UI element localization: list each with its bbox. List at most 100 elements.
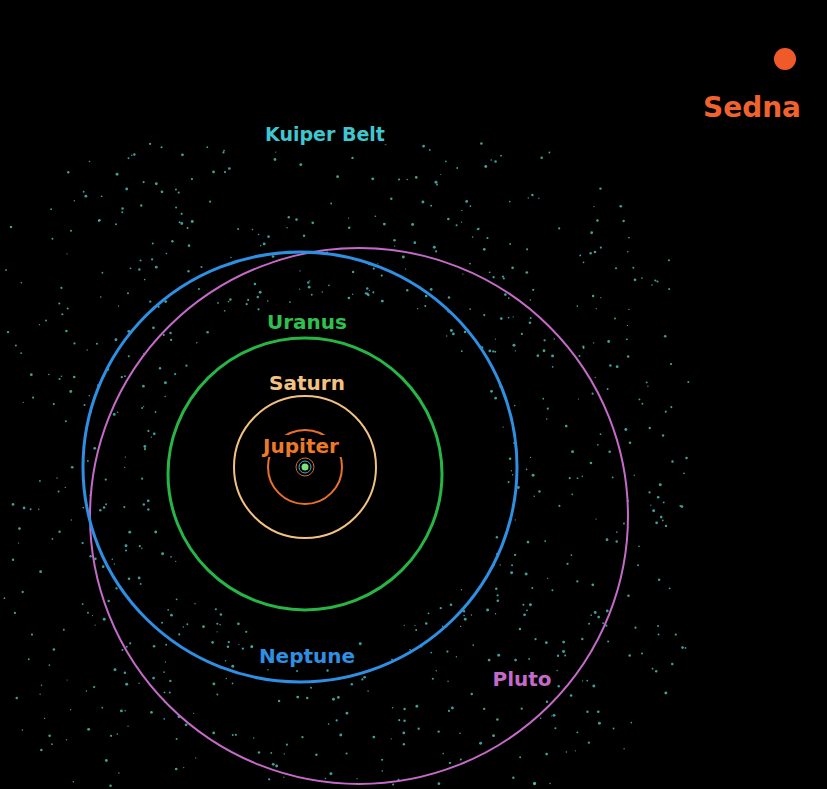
kuiper-belt-dot: [363, 676, 366, 679]
kuiper-belt-dot: [511, 470, 512, 471]
kuiper-belt-dot: [600, 247, 602, 249]
kuiper-belt-dot: [450, 762, 451, 763]
kuiper-belt-dot: [139, 545, 141, 547]
kuiper-belt-dot: [497, 599, 500, 602]
kuiper-belt-dot: [486, 609, 489, 612]
kuiper-belt-dot: [500, 155, 502, 157]
kuiper-belt-dot: [591, 583, 594, 586]
kuiper-belt-dot: [70, 709, 71, 710]
kuiper-belt-dot: [469, 308, 471, 310]
kuiper-belt-dot: [600, 297, 601, 298]
kuiper-belt-dot: [224, 171, 226, 173]
kuiper-belt-dot: [70, 230, 72, 232]
kuiper-belt-dot: [71, 466, 74, 469]
kuiper-belt-dot: [309, 280, 310, 281]
kuiper-belt-dot: [471, 614, 472, 615]
kuiper-belt-dot: [231, 665, 234, 668]
kuiper-belt-dot: [329, 772, 332, 775]
kuiper-belt-dot: [422, 145, 425, 148]
kuiper-belt-dot: [39, 570, 42, 573]
kuiper-belt-dot: [66, 739, 67, 740]
kuiper-belt-dot: [526, 248, 528, 250]
kuiper-belt-dot: [461, 350, 463, 352]
kuiper-belt-dot: [274, 158, 277, 161]
kuiper-belt-dot: [579, 255, 581, 257]
kuiper-belt-dot: [662, 520, 664, 522]
kuiper-belt-dot: [348, 217, 349, 218]
kuiper-belt-dot: [311, 222, 314, 225]
kuiper-belt-dot: [565, 425, 568, 428]
kuiper-belt-dot: [597, 444, 599, 446]
kuiper-belt-dot: [622, 220, 624, 222]
kuiper-belt-dot: [149, 301, 151, 303]
kuiper-belt-dot: [92, 615, 93, 616]
kuiper-belt-dot: [86, 349, 87, 350]
kuiper-belt-dot: [15, 345, 17, 347]
kuiper-belt-dot: [662, 434, 664, 436]
kuiper-belt-dot: [141, 478, 143, 480]
kuiper-belt-dot: [391, 738, 392, 739]
kuiper-belt-dot: [525, 573, 528, 576]
kuiper-belt-dot: [175, 768, 178, 771]
kuiper-belt-dot: [576, 732, 578, 734]
kuiper-belt-dot: [597, 710, 600, 713]
kuiper-belt-dot: [216, 631, 217, 632]
kuiper-belt-dot: [641, 277, 643, 279]
kuiper-belt-dot: [664, 692, 667, 695]
kuiper-belt-dot: [18, 542, 19, 543]
kuiper-belt-dot: [308, 286, 311, 289]
kuiper-belt-dot: [654, 279, 656, 281]
kuiper-belt-dot: [188, 244, 191, 247]
kuiper-belt-dot: [143, 445, 146, 448]
kuiper-belt-dot: [117, 411, 119, 413]
kuiper-belt-dot: [103, 618, 106, 621]
kuiper-belt-dot: [121, 376, 123, 378]
kuiper-belt-dot: [609, 364, 612, 367]
kuiper-belt-dot: [484, 165, 487, 168]
kuiper-belt-dot: [160, 146, 162, 148]
kuiper-belt-dot: [576, 305, 578, 307]
kuiper-belt-dot: [594, 611, 597, 614]
kuiper-belt-dot: [543, 349, 546, 352]
kuiper-belt-dot: [272, 255, 275, 258]
kuiper-belt-dot: [171, 240, 174, 243]
kuiper-belt-dot: [286, 227, 287, 228]
kuiper-belt-dot: [668, 259, 670, 261]
kuiper-belt-dot: [228, 301, 230, 303]
kuiper-belt-dot: [664, 335, 667, 338]
kuiper-belt-dot: [530, 317, 532, 319]
kuiper-belt-dot: [562, 650, 565, 653]
kuiper-belt-dot: [489, 271, 491, 273]
kuiper-belt-dot: [38, 508, 39, 509]
kuiper-belt-dot: [133, 153, 136, 156]
kuiper-belt-dot: [403, 743, 405, 745]
kuiper-belt-dot: [393, 239, 395, 241]
earth-orbit: [299, 461, 311, 473]
kuiper-belt-dot: [446, 335, 447, 336]
kuiper-belt-dot: [73, 342, 75, 344]
kuiper-belt-dot: [627, 325, 628, 326]
kuiper-belt-dot: [569, 477, 571, 479]
kuiper-belt-dot: [472, 236, 474, 238]
kuiper-belt-dot: [99, 509, 101, 511]
kuiper-belt-dot: [660, 516, 663, 519]
kuiper-belt-dot: [127, 292, 129, 294]
kuiper-belt-dot: [81, 542, 83, 544]
kuiper-belt-dot: [367, 294, 369, 296]
kuiper-belt-dot: [632, 267, 634, 269]
kuiper-belt-dot: [125, 683, 128, 686]
kuiper-belt-dot: [629, 441, 632, 444]
kuiper-belt-dot: [58, 491, 60, 493]
kuiper-belt-dot: [425, 295, 428, 298]
kuiper-belt-dot: [105, 759, 108, 762]
kuiper-belt-dot: [437, 730, 439, 732]
kuiper-belt-dot: [592, 685, 595, 688]
kuiper-belt-dot: [67, 307, 69, 309]
kuiper-belt-dot: [164, 396, 166, 398]
kuiper-belt-dot: [628, 237, 630, 239]
kuiper-belt-dot: [14, 612, 16, 614]
kuiper-belt-dot: [472, 644, 474, 646]
kuiper-belt-dot: [219, 624, 220, 625]
kuiper-belt-dot: [154, 531, 157, 534]
kuiper-belt-dot: [53, 648, 56, 651]
